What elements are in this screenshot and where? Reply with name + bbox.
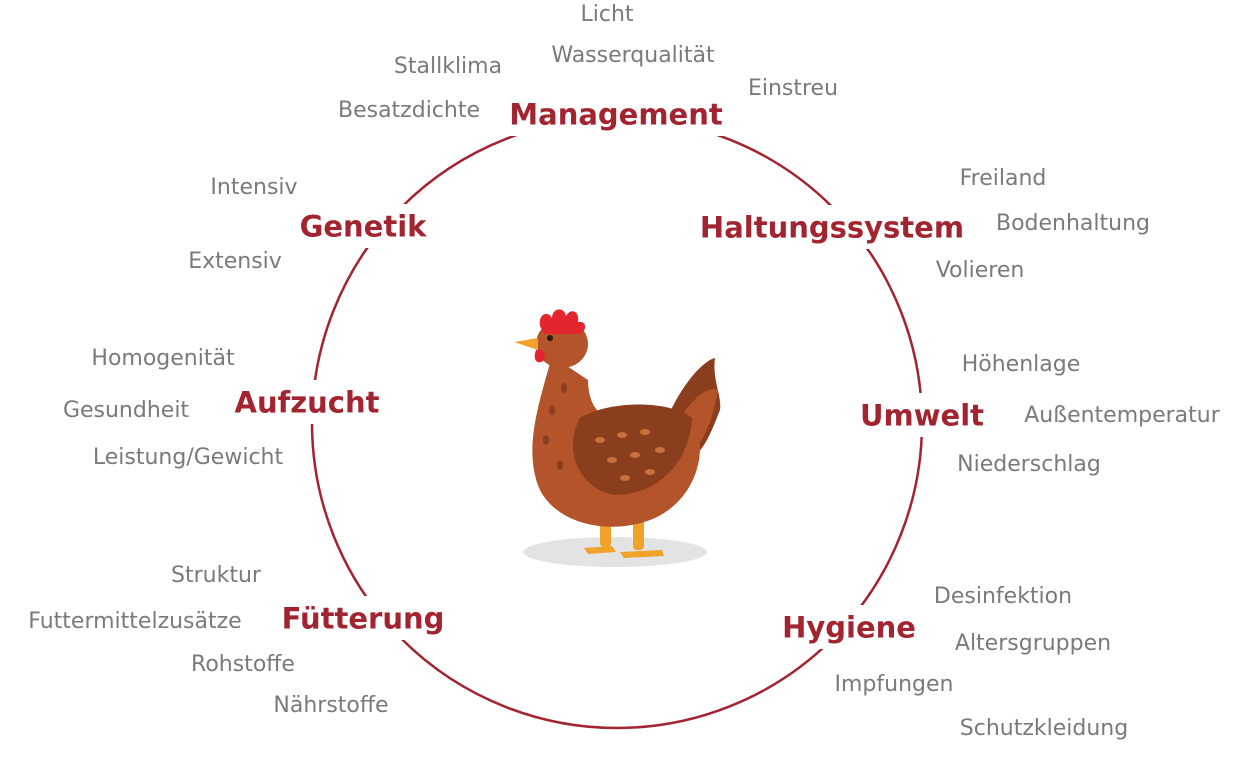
item-extensiv: Extensiv bbox=[188, 249, 282, 274]
item-naehrstoffe: Nährstoffe bbox=[273, 693, 389, 718]
item-rohstoffe: Rohstoffe bbox=[191, 652, 295, 677]
category-management: Management bbox=[509, 97, 723, 132]
mask-umwelt bbox=[858, 393, 986, 437]
item-niederschlag: Niederschlag bbox=[957, 452, 1101, 477]
mask-hygiene bbox=[780, 605, 918, 649]
mask-aufzucht bbox=[232, 380, 382, 424]
item-desinfektion: Desinfektion bbox=[933, 584, 1073, 609]
category-genetik: Genetik bbox=[299, 209, 427, 244]
item-besatzdichte: Besatzdichte bbox=[337, 98, 481, 123]
mask-haltungssystem bbox=[700, 205, 962, 249]
category-aufzucht: Aufzucht bbox=[234, 385, 380, 420]
item-altersgruppen: Altersgruppen bbox=[954, 631, 1112, 656]
item-struktur: Struktur bbox=[171, 563, 261, 588]
mask-genetik bbox=[297, 204, 429, 248]
item-wasserqualitaet: Wasserqualität bbox=[551, 43, 715, 68]
item-impfungen: Impfungen bbox=[834, 672, 954, 697]
item-schutzkleidung: Schutzkleidung bbox=[959, 716, 1129, 741]
item-aussentemperatur: Außentemperatur bbox=[1024, 403, 1220, 428]
item-hoehenlage: Höhenlage bbox=[961, 352, 1081, 377]
item-bodenhaltung: Bodenhaltung bbox=[995, 211, 1151, 236]
mask-fuetterung bbox=[280, 596, 446, 640]
item-licht: Licht bbox=[580, 2, 634, 27]
item-homogenitaet: Homogenität bbox=[91, 346, 235, 371]
category-umwelt: Umwelt bbox=[859, 398, 985, 433]
item-futtermittelzusaetze: Futtermittelzusätze bbox=[28, 609, 242, 634]
item-stallklima: Stallklima bbox=[393, 54, 503, 79]
category-hygiene: Hygiene bbox=[782, 610, 916, 645]
mask-management bbox=[505, 92, 727, 136]
item-volieren: Volieren bbox=[935, 258, 1025, 283]
category-fuetterung: Fütterung bbox=[281, 601, 445, 636]
chicken-icon bbox=[514, 309, 721, 567]
item-gesundheit: Gesundheit bbox=[62, 398, 190, 423]
category-haltungssystem: Haltungssystem bbox=[699, 210, 965, 245]
item-einstreu: Einstreu bbox=[747, 76, 839, 101]
item-intensiv: Intensiv bbox=[210, 175, 298, 200]
item-leistung-gewicht: Leistung/Gewicht bbox=[92, 445, 284, 470]
item-freiland: Freiland bbox=[959, 166, 1047, 191]
